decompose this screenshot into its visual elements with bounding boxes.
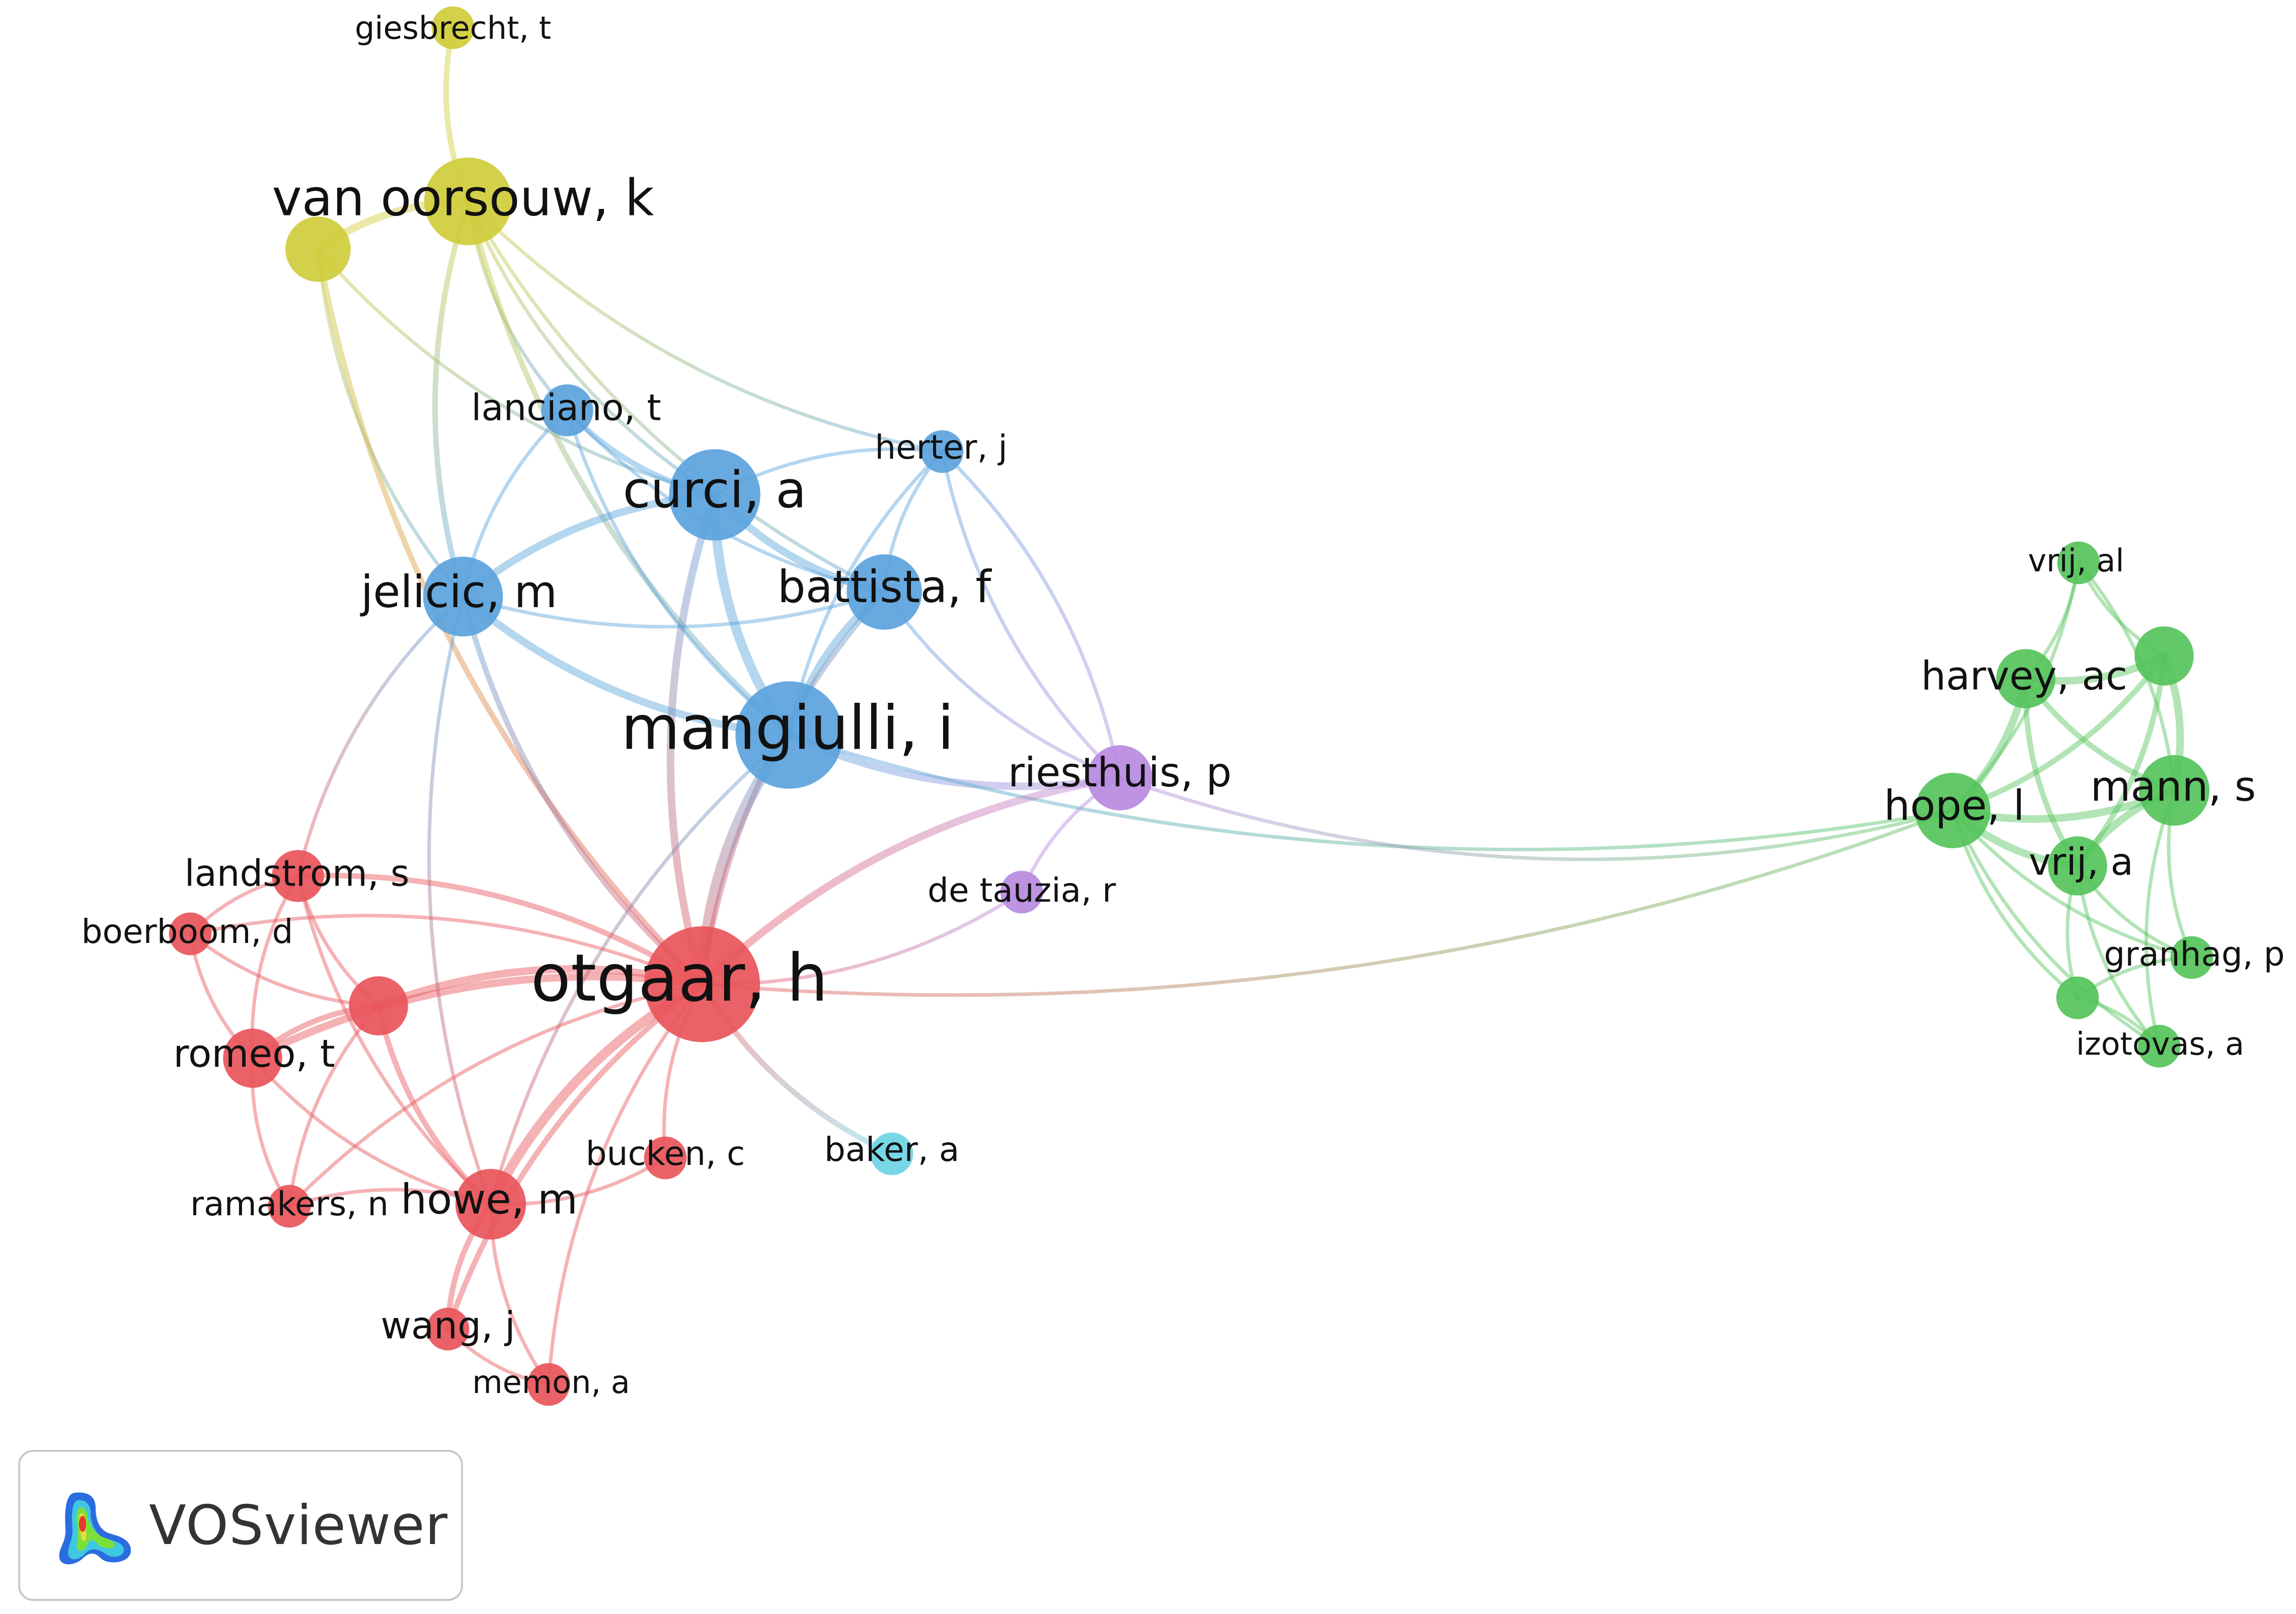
link-yellow_unlabeled-otgaar: [315, 246, 705, 987]
label-herter: herter, j: [875, 428, 1007, 467]
link-otgaar-romeo: [249, 973, 706, 1062]
label-mangiulli: mangiulli, i: [621, 694, 954, 764]
label-bucken: bucken, c: [586, 1134, 745, 1173]
label-curci: curci, a: [623, 460, 807, 519]
node-otgaar[interactable]: [644, 926, 760, 1042]
link-vrij_a-green_unlabeled_top: [2075, 653, 2167, 869]
node-bucken[interactable]: [644, 1136, 687, 1180]
node-romeo[interactable]: [223, 1029, 282, 1088]
link-otgaar-boerboom: [188, 914, 704, 986]
label-riesthuis: riesthuis, p: [1008, 749, 1232, 796]
label-otgaar: otgaar, h: [531, 940, 828, 1016]
vosviewer-logo[interactable]: VOSviewer: [18, 1450, 463, 1601]
link-van_oorsouw-jelicic: [432, 198, 471, 600]
label-landstrom: landstrom, s: [185, 852, 410, 895]
vosviewer-logo-text: VOSviewer: [149, 1494, 448, 1557]
label-giesbrecht: giesbrecht, t: [355, 10, 551, 46]
node-green_unlabeled_top[interactable]: [2134, 626, 2194, 686]
link-red_unlabeled-ramakers: [287, 1004, 380, 1208]
label-granhag: granhag, p: [2104, 935, 2284, 974]
label-vrij_al: vrij, al: [2028, 542, 2124, 579]
label-memon: memon, a: [472, 1364, 630, 1401]
labels-layer: giesbrecht, t van oorsouw, k lanciano, t he…: [82, 10, 2285, 1401]
node-curci[interactable]: [669, 449, 760, 541]
link-mangiulli-howe: [489, 733, 791, 1206]
label-van_oorsouw: van oorsouw, k: [272, 168, 654, 227]
label-harvey: harvey, ac: [1921, 653, 2127, 699]
node-memon[interactable]: [527, 1363, 570, 1406]
label-wang: wang, j: [380, 1304, 515, 1348]
label-vrij_a: vrij, a: [2029, 841, 2133, 884]
links-layer: [188, 25, 2194, 1386]
link-van_oorsouw-curci: [466, 199, 717, 497]
node-hope[interactable]: [1915, 773, 1991, 848]
node-riesthuis[interactable]: [1087, 745, 1153, 811]
link-jelicic-battista: [461, 590, 886, 629]
link-yellow_unlabeled-curci: [316, 247, 717, 497]
node-howe[interactable]: [455, 1168, 526, 1240]
node-landstrom[interactable]: [272, 850, 324, 902]
link-jelicic-otgaar: [460, 594, 705, 987]
link-herter-riesthuis: [940, 450, 1122, 780]
link-mann-izotovas: [2144, 788, 2176, 1048]
link-riesthuis-hope: [1118, 776, 1955, 861]
node-vrij_al[interactable]: [2057, 541, 2100, 584]
label-boerboom: boerboom, d: [82, 912, 293, 951]
node-jelicic[interactable]: [423, 556, 503, 637]
link-hope-izotovas: [1951, 809, 2161, 1048]
link-curci-otgaar: [666, 491, 719, 988]
link-jelicic-landstrom: [296, 595, 465, 878]
label-romeo: romeo, t: [173, 1031, 335, 1076]
vosviewer-heatmap-icon: [59, 1492, 131, 1565]
node-wang[interactable]: [426, 1307, 470, 1351]
link-lanciano-mangiulli: [565, 408, 791, 737]
node-granhag[interactable]: [2170, 936, 2213, 979]
label-howe: howe, m: [401, 1176, 578, 1223]
label-de_tauzia: de tauzia, r: [928, 871, 1116, 910]
link-mangiulli-hope: [787, 733, 1955, 852]
node-harvey[interactable]: [1996, 649, 2055, 708]
node-izotovas[interactable]: [2137, 1024, 2181, 1068]
node-ramakers[interactable]: [268, 1185, 311, 1228]
link-battista-riesthuis: [882, 590, 1122, 780]
label-jelicic: jelicic, m: [360, 566, 557, 618]
node-vrij_a[interactable]: [2048, 836, 2107, 896]
node-herter[interactable]: [921, 430, 964, 473]
link-otgaar-ramakers: [287, 982, 704, 1208]
node-lanciano[interactable]: [541, 384, 593, 436]
label-battista: battista, f: [778, 561, 992, 613]
node-battista[interactable]: [847, 554, 922, 630]
node-yellow_unlabeled[interactable]: [285, 216, 351, 282]
link-van_oorsouw-herter: [466, 199, 944, 454]
link-hope-granhag: [1951, 809, 2194, 960]
link-otgaar-hope: [700, 809, 1955, 997]
node-red_unlabeled[interactable]: [349, 976, 408, 1036]
link-van_oorsouw-battista: [466, 199, 886, 594]
node-green_unlabeled_small[interactable]: [2056, 976, 2099, 1019]
node-de_tauzia[interactable]: [1000, 870, 1043, 914]
link-romeo-howe: [251, 1056, 493, 1206]
label-lanciano: lanciano, t: [471, 387, 661, 429]
link-van_oorsouw-mangiulli: [465, 198, 792, 738]
link-riesthuis-herter: [940, 450, 1122, 780]
link-otgaar-wang: [445, 981, 705, 1332]
node-boerboom[interactable]: [169, 912, 212, 956]
node-mangiulli[interactable]: [735, 681, 843, 789]
nodes-layer: [169, 6, 2213, 1406]
node-van_oorsouw[interactable]: [424, 157, 512, 246]
link-jelicic-howe: [427, 595, 493, 1206]
label-ramakers: ramakers, n: [190, 1185, 389, 1223]
link-otgaar-memon: [547, 982, 704, 1386]
label-izotovas: izotovas, a: [2076, 1025, 2244, 1062]
link-otgaar-landstrom: [295, 872, 705, 987]
label-mann: mann, s: [2091, 763, 2256, 811]
label-hope: hope, l: [1884, 782, 2025, 830]
node-giesbrecht[interactable]: [431, 6, 475, 49]
label-baker: baker, a: [824, 1130, 959, 1169]
node-mann[interactable]: [2138, 755, 2210, 826]
link-riesthuis-otgaar: [698, 774, 1124, 988]
node-baker[interactable]: [870, 1132, 913, 1176]
